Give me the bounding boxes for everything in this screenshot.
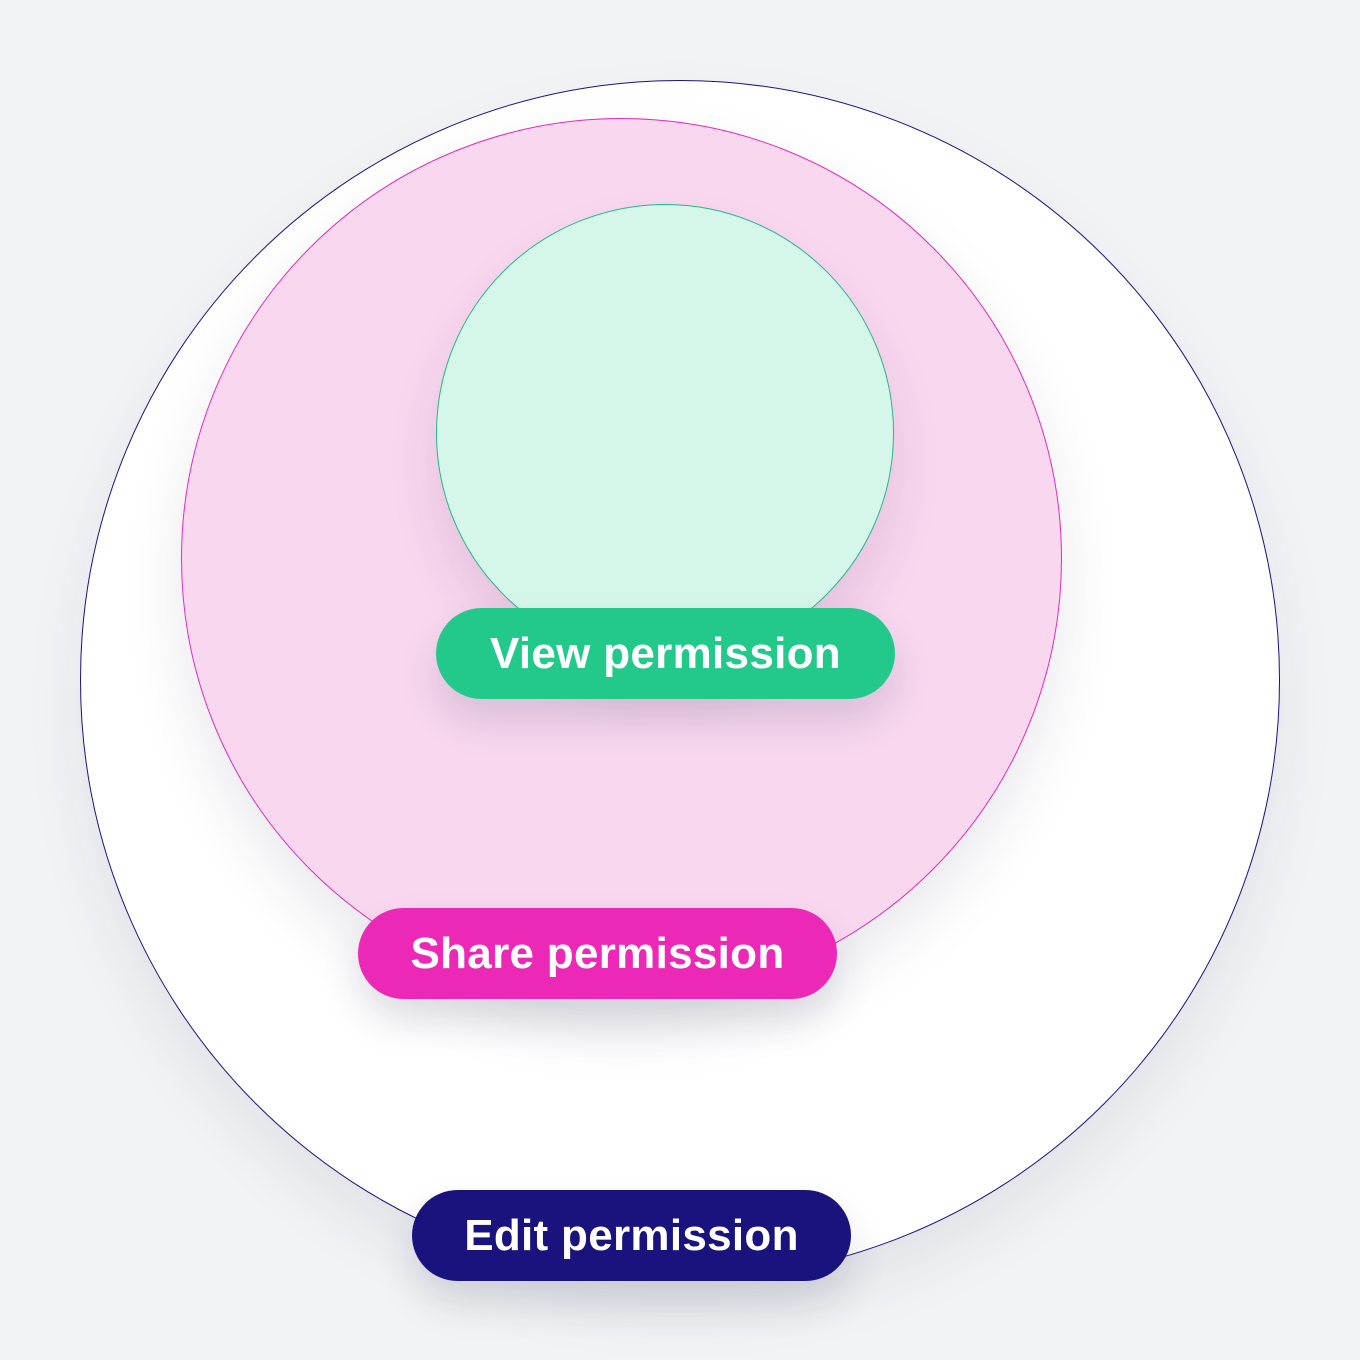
view-permission-text: View permission bbox=[490, 628, 841, 678]
share-permission-label: Share permission bbox=[358, 908, 837, 999]
share-permission-text: Share permission bbox=[410, 928, 785, 978]
edit-permission-text: Edit permission bbox=[464, 1210, 799, 1260]
view-permission-label: View permission bbox=[436, 608, 895, 699]
view-permission-circle bbox=[436, 204, 894, 662]
edit-permission-label: Edit permission bbox=[412, 1190, 851, 1281]
